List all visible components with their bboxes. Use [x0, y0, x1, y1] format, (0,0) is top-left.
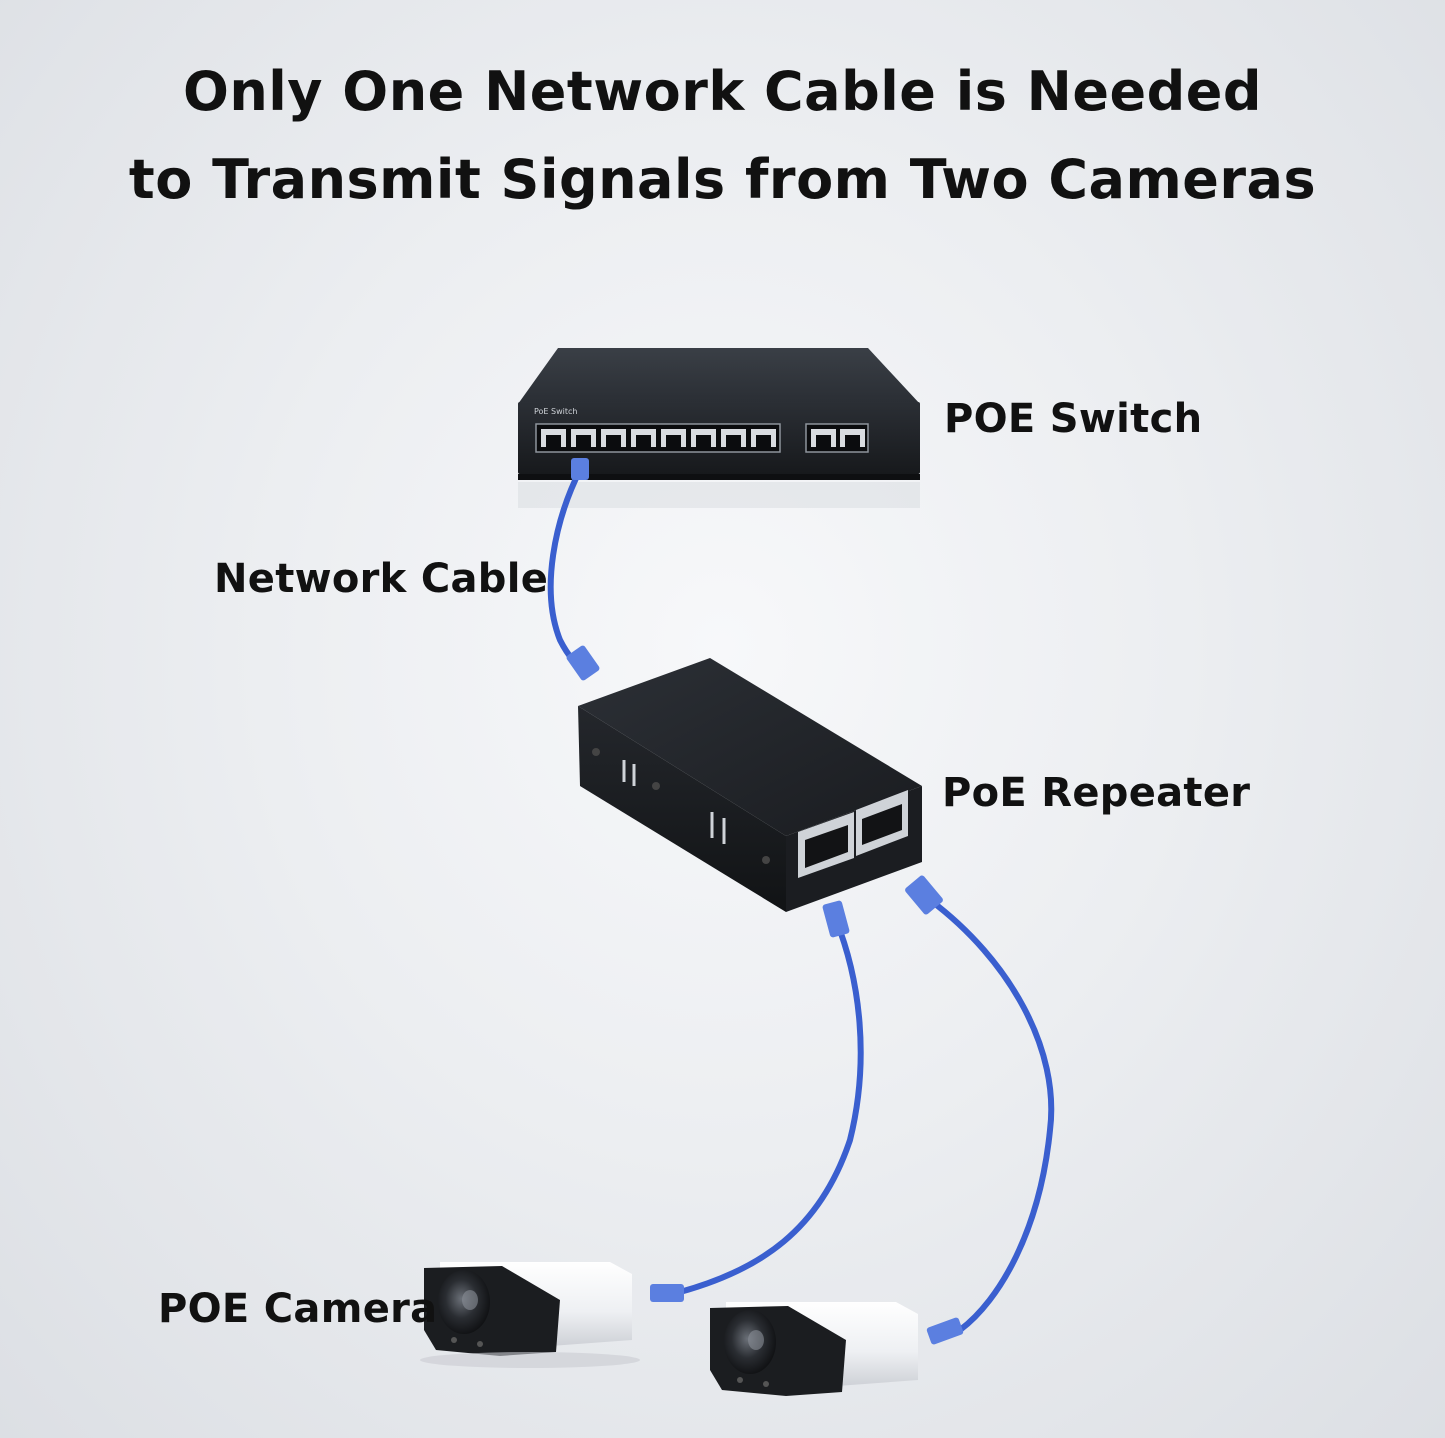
poe-switch-device: PoE Switch	[518, 348, 920, 508]
headline-line-1: Only One Network Cable is Needed	[182, 60, 1263, 123]
poe-camera-1	[420, 1262, 640, 1368]
rj45-plug-icon	[822, 900, 850, 938]
rj45-plug-icon	[571, 458, 589, 480]
poe-camera-2	[710, 1302, 918, 1396]
headline-line-2: to Transmit Signals from Two Cameras	[128, 148, 1317, 211]
label-poe-repeater: PoE Repeater	[942, 770, 1251, 816]
poe-repeater-device	[578, 658, 922, 912]
label-network-cable: Network Cable	[214, 556, 549, 602]
switch-uplink-ports	[805, 423, 869, 453]
label-poe-switch: POE Switch	[944, 396, 1203, 442]
rj45-plug-icon	[905, 875, 943, 915]
network-cable-switch-to-repeater	[547, 458, 600, 681]
rj45-plug-icon	[650, 1284, 684, 1302]
rj45-plug-icon	[926, 1317, 964, 1345]
network-cable-repeater-to-camera-2	[905, 875, 1055, 1345]
repeater-ports	[798, 790, 908, 878]
rj45-plug-icon	[566, 645, 600, 681]
network-cable-repeater-to-camera-1	[650, 900, 864, 1302]
label-poe-camera: POE Camera	[158, 1286, 438, 1332]
switch-poe-ports	[535, 423, 781, 453]
switch-brand-text: PoE Switch	[534, 407, 577, 416]
headline: Only One Network Cable is Needed to Tran…	[0, 48, 1445, 224]
